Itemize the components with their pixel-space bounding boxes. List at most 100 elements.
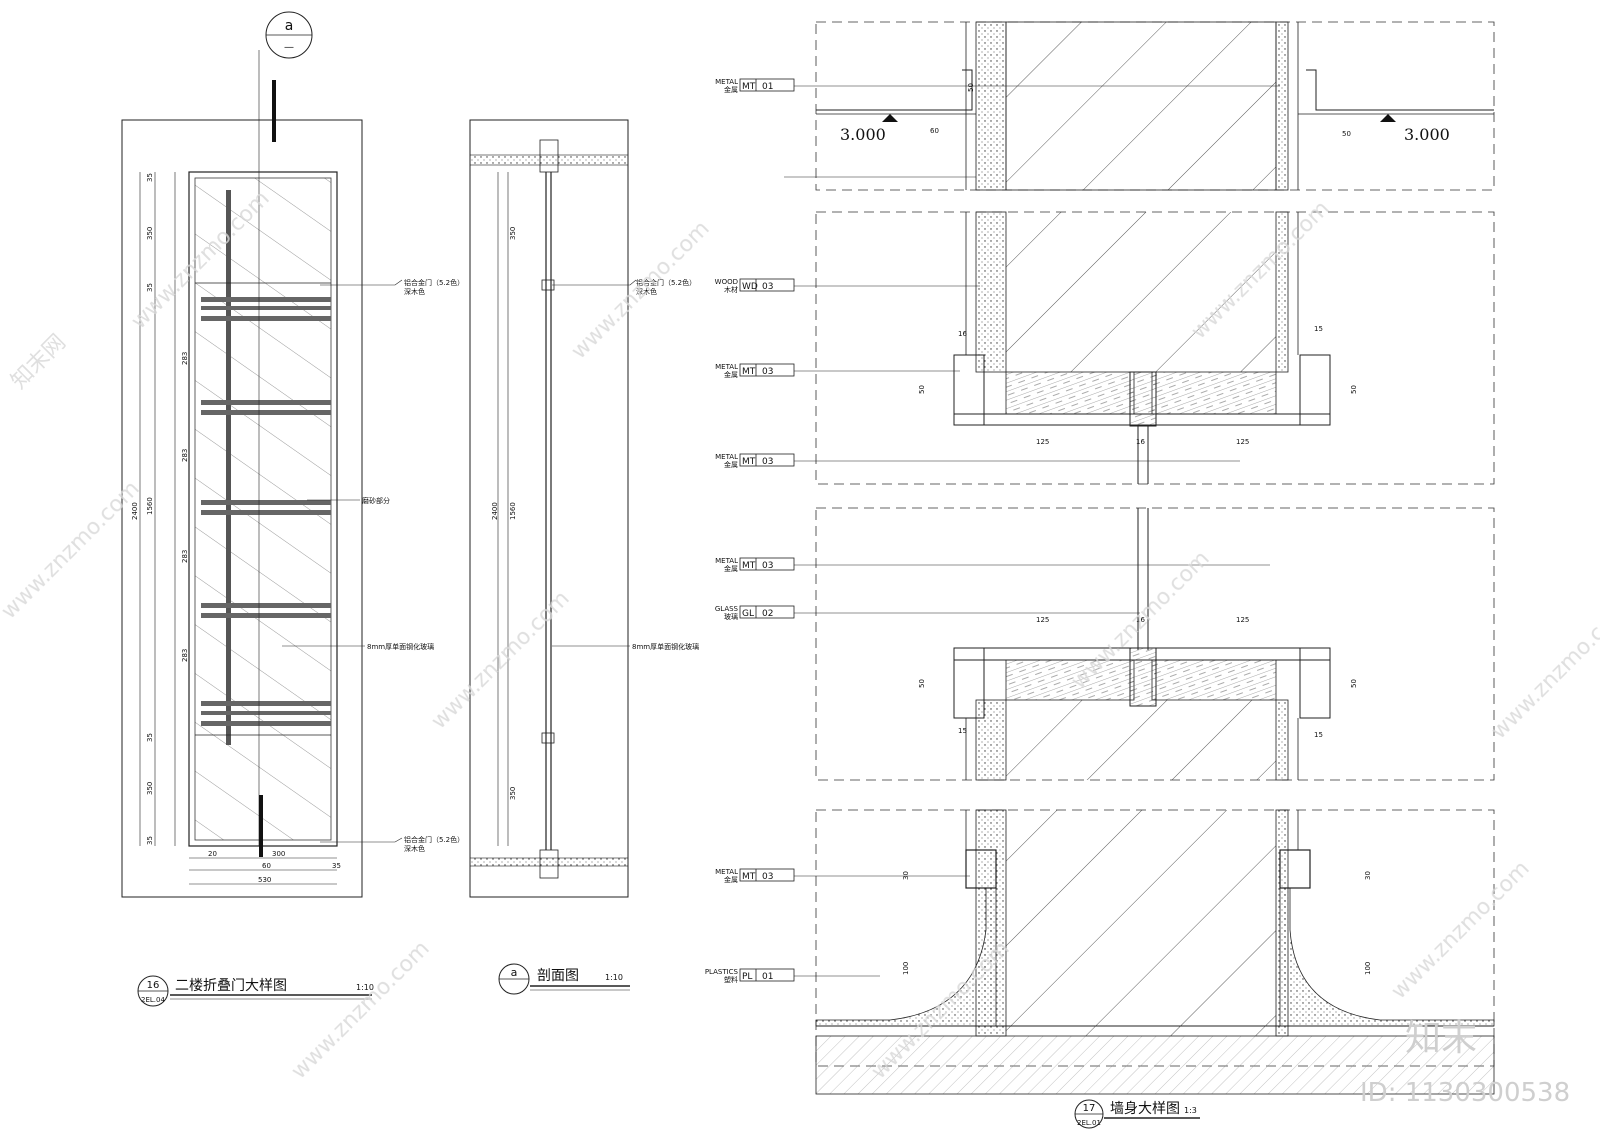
door-left-dimensions: 35 350 35 2400 1560 283 283 283 283 35 3…	[131, 173, 189, 845]
dim-text: 15	[1314, 731, 1323, 739]
dim-text: 15	[958, 727, 967, 735]
tag-number: 02	[762, 609, 773, 619]
dim-text: 50	[918, 679, 926, 688]
drawing-number: 16	[147, 980, 160, 991]
wall-drawing-title: 墙身大样图	[1110, 1101, 1180, 1117]
dim-text: 300	[272, 850, 285, 858]
tag-material-cn: 金属	[724, 875, 738, 884]
section-drawing: 350 2400 1560 350 铝合金门（5.2色） 深木色 8mm厚单面钢…	[469, 119, 699, 995]
tag-code: GL	[742, 609, 754, 619]
dim-text: 50	[1350, 679, 1358, 688]
brand-logo: 知末	[1405, 1018, 1477, 1059]
dim-text: 1560	[509, 502, 517, 520]
dim-text: 35	[146, 733, 154, 742]
dim-text: 283	[181, 649, 189, 662]
dim-text: 283	[181, 550, 189, 563]
section-title-block: a 剖面图 1:10	[498, 963, 630, 995]
label-top-frame-2: 深木色	[404, 287, 425, 296]
dim-text: 350	[509, 227, 517, 240]
dim-text: 30	[1364, 871, 1372, 880]
dim-text: 50	[1342, 130, 1351, 138]
tag-box	[739, 363, 795, 377]
tag-number: 01	[762, 972, 773, 982]
tag-material-cn: 金属	[724, 370, 738, 379]
dim-text: 125	[1036, 438, 1049, 446]
label-bottom-frame-2: 深木色	[404, 844, 425, 853]
tag-box	[739, 78, 795, 92]
dim-text: 100	[902, 962, 910, 975]
dim-text: 60	[930, 127, 939, 135]
tag-number: 01	[762, 82, 773, 92]
tag-material-en: METAL	[715, 868, 738, 876]
dim-text: 35	[146, 283, 154, 292]
dim-text: 60	[262, 862, 271, 870]
tag-material-cn: 塑料	[724, 975, 738, 984]
dim-text: 16	[1136, 616, 1145, 624]
dim-text: 100	[1364, 962, 1372, 975]
tag-box	[739, 605, 795, 619]
tag-code: MT	[742, 872, 756, 882]
watermark-text: www.znzmo.com	[1487, 596, 1600, 744]
tag-material-en: METAL	[715, 453, 738, 461]
label-top-frame-1: 铝合金门（5.2色）	[404, 278, 464, 287]
dim-text: 35	[146, 836, 154, 845]
tag-number: 03	[762, 457, 773, 467]
wall-detail-drawing: 3.000 3.000	[705, 21, 1495, 1129]
level-right: 3.000	[1404, 125, 1450, 144]
dim-text: 283	[181, 352, 189, 365]
watermark-text: www.znzmo.com	[287, 936, 435, 1084]
dim-text: 2400	[491, 502, 499, 520]
dim-text: 283	[181, 449, 189, 462]
level-left: 3.000	[840, 125, 886, 144]
section-label-frame-2: 深木色	[636, 287, 657, 296]
watermark-id: ID: 1130300538	[1360, 1078, 1570, 1108]
drawing-scale: 1:10	[356, 983, 374, 992]
dim-text: 1560	[146, 497, 154, 515]
tag-code: PL	[742, 972, 752, 982]
tag-material-en: METAL	[715, 363, 738, 371]
tag-material-en: GLASS	[715, 605, 739, 613]
dim-text: 2400	[131, 502, 139, 520]
tag-code: MT	[742, 457, 756, 467]
section-title: 剖面图	[537, 968, 579, 984]
drawing-sheet: 2EL.04	[141, 996, 165, 1004]
tag-code: MT	[742, 561, 756, 571]
section-marker-sub: —	[284, 42, 294, 53]
tag-box	[739, 453, 795, 467]
wall-dimensions: 50 60 50 16 15 50 50 125 16 125 125 16 1…	[902, 83, 1372, 975]
dim-text: 50	[918, 385, 926, 394]
tag-material-en: PLASTICS	[705, 968, 739, 976]
dim-text: 530	[258, 876, 271, 884]
wall-drawing-sheet: 2EL.01	[1077, 1119, 1101, 1127]
tag-number: 03	[762, 872, 773, 882]
section-dimensions: 350 2400 1560 350	[491, 227, 517, 800]
drawing-16-title-block: 16 2EL.04 二楼折叠门大样图 1:10	[137, 975, 374, 1007]
drawing-17-title-block: 17 2EL.01 墙身大样图 1:3	[1074, 1099, 1200, 1129]
dim-text: 350	[146, 782, 154, 795]
drawing-title: 二楼折叠门大样图	[175, 978, 287, 994]
tag-number: 03	[762, 561, 773, 571]
dim-text: 350	[509, 787, 517, 800]
tag-box	[739, 868, 795, 882]
tag-material-cn: 玻璃	[724, 612, 738, 621]
wall-drawing-number: 17	[1083, 1103, 1096, 1114]
dim-text: 30	[902, 871, 910, 880]
dim-text: 20	[208, 850, 217, 858]
dim-text: 350	[146, 227, 154, 240]
tag-material-en: METAL	[715, 78, 738, 86]
tag-box	[739, 968, 795, 982]
tag-code: MT	[742, 367, 756, 377]
watermark-text: 知末网	[7, 330, 71, 394]
dim-text: 125	[1236, 438, 1249, 446]
watermark-text: www.znzmo.com	[567, 216, 715, 364]
watermark-text: www.znzmo.com	[0, 476, 145, 624]
section-label-frame-1: 铝合金门（5.2色）	[636, 278, 696, 287]
tag-material-cn: 木材	[724, 285, 738, 294]
dim-text: 50	[1350, 385, 1358, 394]
